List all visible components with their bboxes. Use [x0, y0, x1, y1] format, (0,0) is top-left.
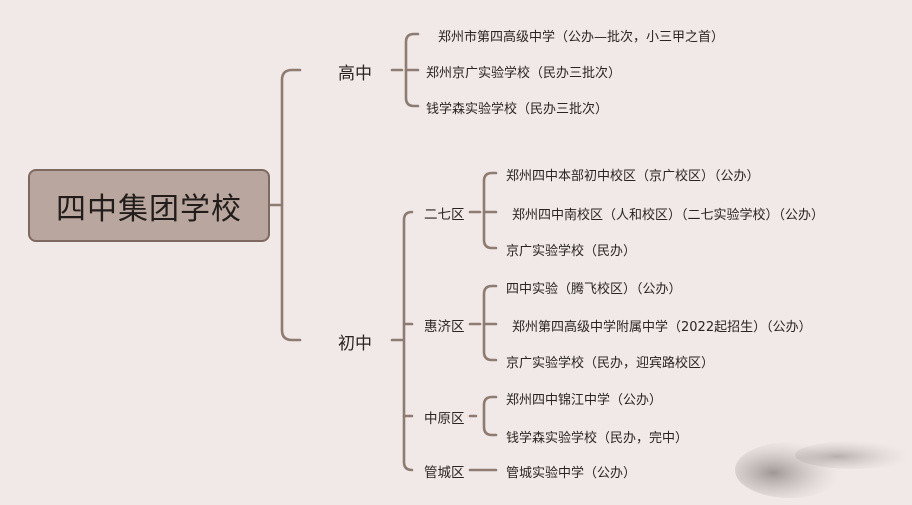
- zhongyuan-school-1: 郑州四中锦江中学（公办）: [506, 393, 663, 408]
- junior-node: 初中: [338, 334, 372, 354]
- senior-school-2: 郑州京广实验学校（民办三批次）: [426, 66, 622, 81]
- huiji-school-2: 郑州第四高级中学附属中学（2022起招生）（公办）: [512, 320, 812, 335]
- huiji-school-3: 京广实验学校（民办，迎宾路校区）: [506, 356, 715, 371]
- erqi-school-2: 郑州四中南校区（人和校区）（二七实验学校）（公办）: [512, 208, 825, 223]
- district-huiji: 惠济区: [424, 319, 465, 335]
- senior-node: 高中: [338, 64, 372, 84]
- senior-school-3: 钱学森实验学校（民办三批次）: [426, 102, 609, 117]
- district-zhongyuan: 中原区: [424, 411, 465, 427]
- huiji-school-1: 四中实验（腾飞校区）（公办）: [506, 282, 682, 297]
- guancheng-school-1: 管城实验中学（公办）: [506, 466, 637, 481]
- root-node: 四中集团学校: [28, 169, 270, 242]
- district-erqi: 二七区: [424, 207, 465, 223]
- zhongyuan-school-2: 钱学森实验学校（民办，完中）: [506, 431, 689, 446]
- erqi-school-3: 京广实验学校（民办）: [506, 244, 637, 259]
- erqi-school-1: 郑州四中本部初中校区（京广校区）（公办）: [506, 169, 760, 184]
- senior-school-1: 郑州市第四高级中学（公办—批次，小三甲之首）: [438, 30, 725, 45]
- district-guancheng: 管城区: [424, 465, 465, 481]
- ink-wash-decoration: [735, 441, 912, 498]
